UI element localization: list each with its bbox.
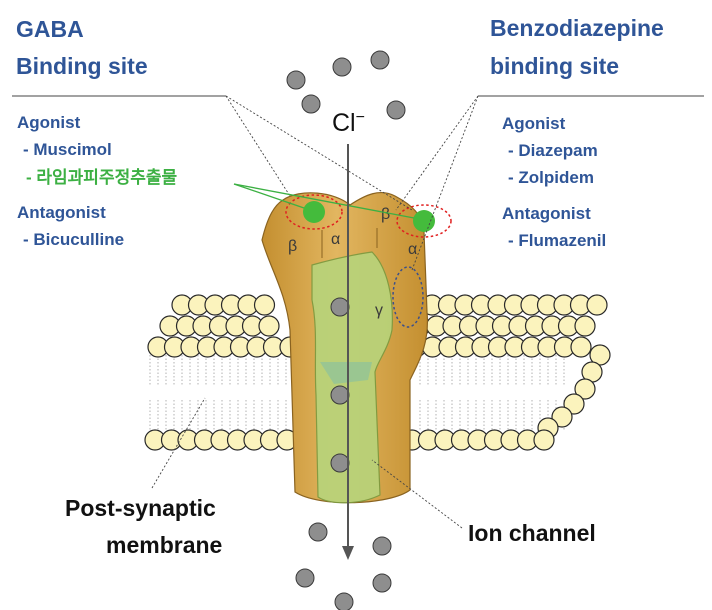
lipid-head (563, 393, 585, 415)
bzd-binding-site-circle (396, 204, 452, 238)
gaba-agonist-muscimol: - Muscimol (23, 140, 112, 159)
bzd-site-title-line1: Benzodiazepine (490, 15, 664, 41)
lipid-tails (149, 355, 565, 430)
gaba-agonist-header: Agonist (17, 113, 81, 132)
bzd-agonist-zolpidem: - Zolpidem (508, 168, 594, 187)
gamma-interface-circle (392, 266, 424, 328)
gaba-ligand-dot (303, 201, 325, 223)
ion-label: Cl− (332, 109, 365, 137)
ion-flow-arrowhead (342, 546, 354, 560)
subunit-gamma: γ (375, 302, 383, 319)
lipid-head (574, 378, 596, 400)
membrane-label-line1: Post-synaptic (65, 495, 216, 521)
gaba-agonist-herbal-extract: - 라임과피주정추출물 (26, 167, 178, 187)
bzd-antagonist-header: Antagonist (502, 204, 591, 223)
lipid-head (551, 406, 573, 428)
gaba-site-title-line1: GABA (16, 16, 84, 42)
chloride-ions (286, 50, 406, 610)
gaba-binding-site-circle (285, 194, 343, 230)
gaba-antagonist-bicuculline: - Bicuculline (23, 230, 124, 249)
ion-channel-label: Ion channel (468, 520, 596, 546)
lipid-head (570, 336, 592, 358)
lipid-bilayer (144, 294, 611, 451)
lipid-head (586, 294, 608, 316)
channel-gate (320, 362, 372, 384)
lipid-head (533, 429, 555, 451)
subunit-beta-right: β (381, 206, 390, 223)
lipid-head (574, 315, 596, 337)
callout-lines (12, 95, 704, 529)
bzd-ligand-dot (413, 210, 435, 232)
membrane-label-line2: membrane (106, 532, 222, 558)
lipid-head (253, 294, 276, 316)
phospholipid-heads (144, 294, 611, 451)
gaba-a-receptor: β α β α γ (261, 192, 452, 504)
bzd-agonist-header: Agonist (502, 114, 566, 133)
gaba-site-title-line2: Binding site (16, 53, 148, 79)
bzd-site-title-line2: binding site (490, 53, 619, 79)
subunit-beta-left: β (288, 238, 297, 255)
subunit-alpha-left: α (331, 231, 340, 248)
bzd-agonist-diazepam: - Diazepam (508, 141, 598, 160)
bzd-antagonist-flumazenil: - Flumazenil (508, 231, 606, 250)
lipid-head (589, 344, 611, 366)
lipid-head (258, 315, 280, 337)
subunit-alpha-right: α (408, 241, 417, 258)
gaba-antagonist-header: Antagonist (17, 203, 106, 222)
